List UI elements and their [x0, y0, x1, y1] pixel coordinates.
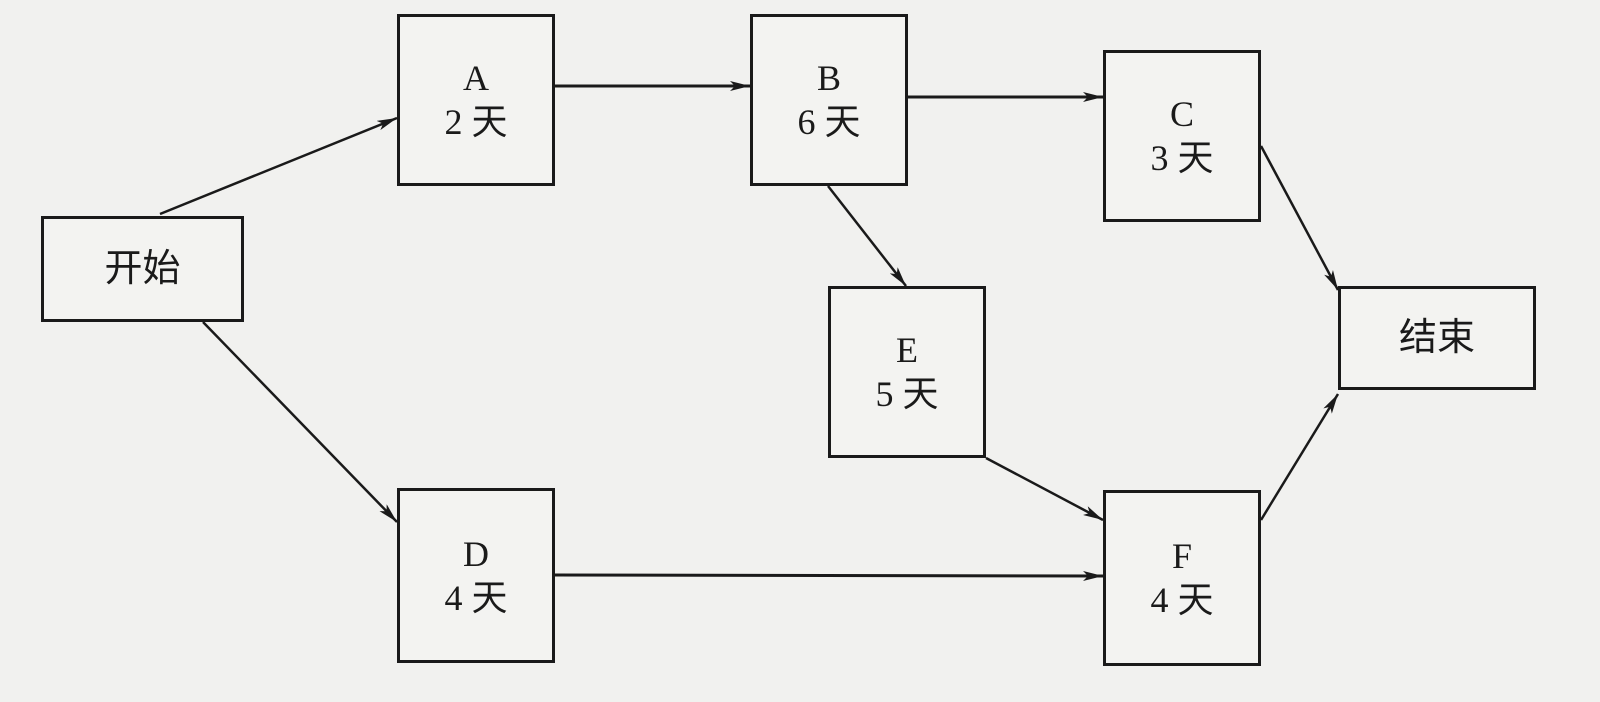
node-d: D 4 天: [397, 488, 555, 663]
edge-d-to-f: [554, 570, 1104, 581]
node-c: C 3 天: [1103, 50, 1261, 222]
node-d-name: D: [463, 533, 489, 574]
edge-start-to-a: [159, 116, 398, 216]
node-b-name: B: [816, 58, 841, 98]
node-e-duration: 5 天: [875, 374, 939, 414]
node-a-duration: 2 天: [444, 102, 508, 142]
node-f-name: F: [1171, 536, 1193, 576]
node-c-duration: 3 天: [1150, 138, 1214, 178]
node-start-label: 开始: [104, 248, 181, 290]
node-end: 结束: [1338, 286, 1536, 390]
node-start: 开始: [41, 216, 244, 322]
edge-start-to-d: [202, 321, 398, 523]
node-c-name: C: [1169, 94, 1194, 134]
node-f: F 4 天: [1103, 490, 1261, 666]
node-b: B 6 天: [750, 14, 908, 186]
edge-f-to-end: [1259, 393, 1340, 521]
node-f-duration: 4 天: [1150, 580, 1214, 620]
node-e: E 5 天: [828, 286, 986, 458]
node-b-duration: 6 天: [797, 102, 861, 142]
node-a-name: A: [463, 58, 489, 98]
node-end-label: 结束: [1398, 317, 1475, 359]
edge-b-to-e: [827, 185, 907, 287]
node-d-duration: 4 天: [444, 577, 508, 618]
edge-e-to-f: [985, 456, 1104, 522]
node-e-name: E: [896, 330, 918, 370]
node-a: A 2 天: [397, 14, 555, 186]
edge-c-to-end: [1259, 145, 1340, 291]
